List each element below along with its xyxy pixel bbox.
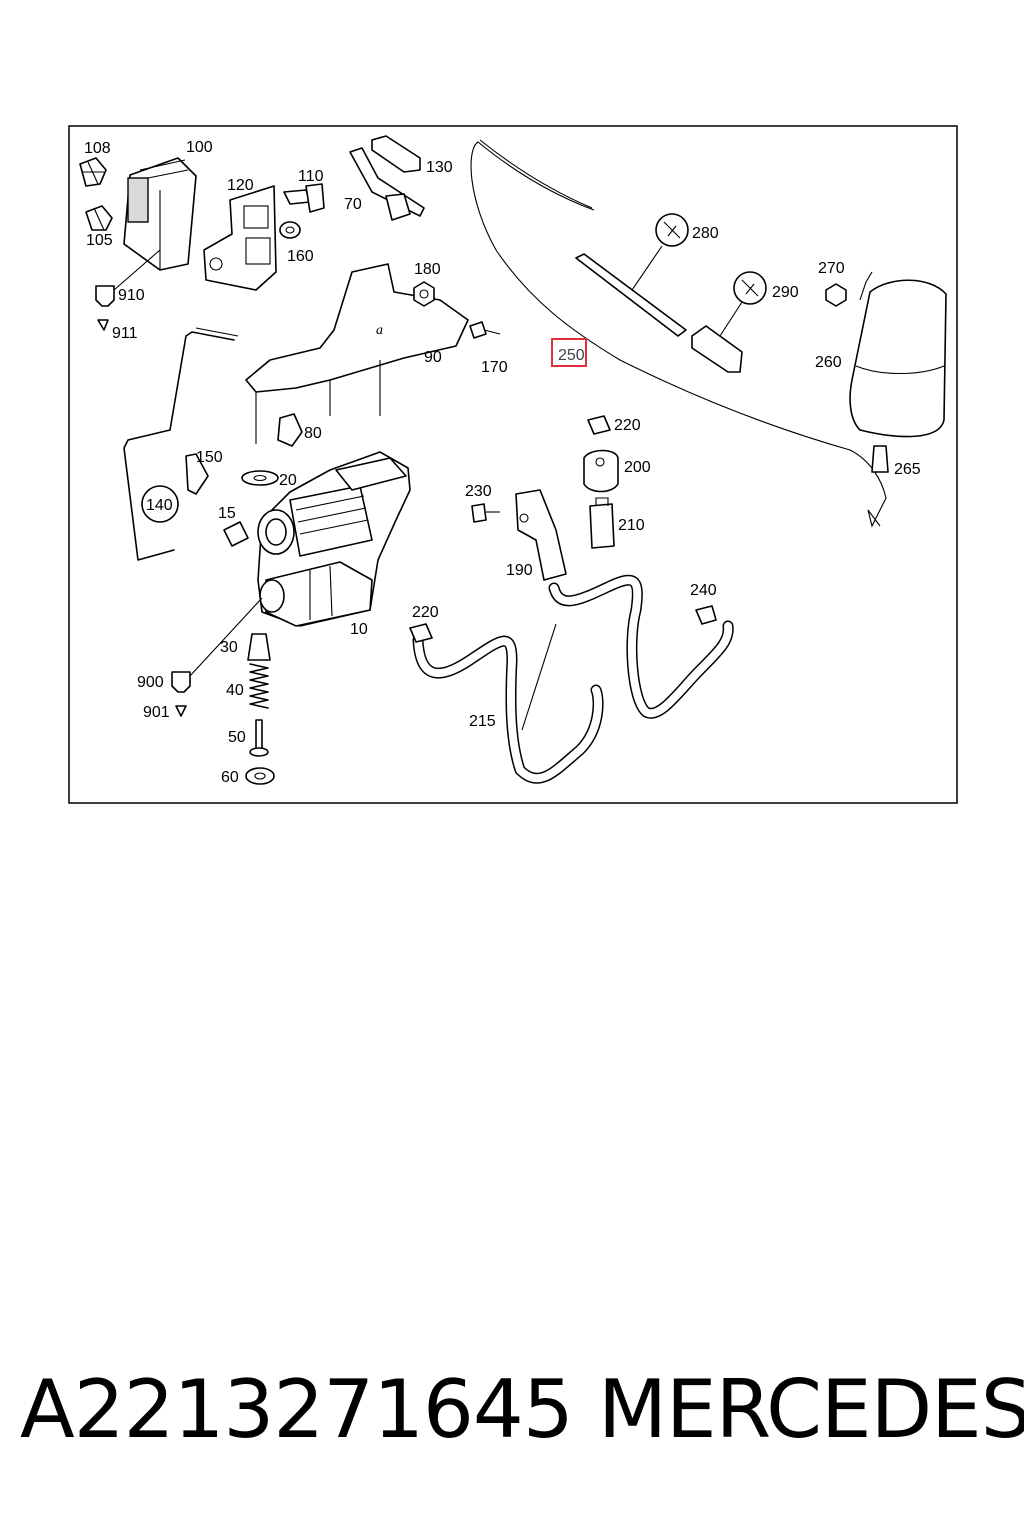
callout-900: 900 xyxy=(137,674,164,691)
callout-140: 140 xyxy=(146,497,173,514)
bolt-170-part xyxy=(469,321,501,339)
callout-108: 108 xyxy=(84,140,111,157)
fitting-15-part xyxy=(223,521,249,547)
nut-180-part xyxy=(413,281,435,307)
bracket-90-part: a xyxy=(245,263,469,444)
highlight-box xyxy=(551,338,587,367)
callout-30: 30 xyxy=(220,639,238,656)
svg-text:a: a xyxy=(376,323,383,338)
valve-265-part xyxy=(871,445,889,473)
callout-105: 105 xyxy=(86,232,113,249)
valve-200-part xyxy=(583,449,619,493)
filter-210-part xyxy=(589,497,615,549)
callout-80: 80 xyxy=(304,425,322,442)
callout-120: 120 xyxy=(227,177,254,194)
callout-901: 901 xyxy=(143,704,170,721)
callout-20: 20 xyxy=(279,472,297,489)
callout-910: 910 xyxy=(118,287,145,304)
callout-911: 911 xyxy=(112,325,138,342)
washer-20-part xyxy=(241,470,279,486)
callout-130: 130 xyxy=(426,159,453,176)
clip-220-bottom-part xyxy=(409,623,433,643)
bracket-150-part xyxy=(185,453,209,495)
callout-290: 290 xyxy=(772,284,799,301)
callout-240: 240 xyxy=(690,582,717,599)
control-unit-part xyxy=(123,157,197,271)
callout-15: 15 xyxy=(218,505,236,522)
callout-215: 215 xyxy=(469,713,496,730)
callout-150: 150 xyxy=(196,449,223,466)
callout-220-top: 220 xyxy=(614,417,641,434)
spring-40-part xyxy=(249,663,269,709)
part-number: A2213271645 xyxy=(20,1363,574,1456)
reservoir-260-part xyxy=(849,271,947,438)
seal-60-part xyxy=(245,767,275,785)
callout-270: 270 xyxy=(818,260,845,277)
callout-10: 10 xyxy=(350,621,368,638)
bolt-230-part xyxy=(471,503,500,523)
fitting-290-part xyxy=(691,271,767,373)
callout-190: 190 xyxy=(506,562,533,579)
connector-910-part xyxy=(95,249,161,331)
pipe-215-part xyxy=(412,574,734,784)
compressor-10-part xyxy=(257,451,411,627)
clip-80-part xyxy=(277,413,303,447)
valve-30-part xyxy=(247,633,271,661)
clip-220-top-part xyxy=(587,415,611,435)
rod-280-part xyxy=(575,213,689,337)
air-line-250-part xyxy=(470,139,887,528)
callout-200: 200 xyxy=(624,459,651,476)
callout-170: 170 xyxy=(481,359,508,376)
bracket-190-part xyxy=(515,489,567,581)
brand-name: MERCEDES xyxy=(598,1363,1024,1456)
bolt-110-part xyxy=(283,183,325,213)
callout-110: 110 xyxy=(298,168,324,185)
callout-160: 160 xyxy=(287,248,314,265)
pipe-140-part xyxy=(123,327,239,561)
callout-265: 265 xyxy=(894,461,921,478)
callout-260: 260 xyxy=(815,354,842,371)
callout-180: 180 xyxy=(414,261,441,278)
callout-220-bottom: 220 xyxy=(412,604,439,621)
callout-280: 280 xyxy=(692,225,719,242)
diagram-frame xyxy=(68,125,958,804)
fitting-105-part xyxy=(85,205,113,231)
sensor-108-part xyxy=(79,157,107,187)
connector-900-part xyxy=(171,597,263,717)
callout-40: 40 xyxy=(226,682,244,699)
clip-130-part xyxy=(371,135,421,173)
gasket-120-part xyxy=(203,185,277,291)
callout-250: 250 xyxy=(558,347,585,364)
clip-240-part xyxy=(695,605,717,625)
callout-210: 210 xyxy=(618,517,645,534)
washer-160-part xyxy=(279,221,301,239)
nut-270-part xyxy=(825,283,847,307)
callout-230: 230 xyxy=(465,483,492,500)
callout-50: 50 xyxy=(228,729,246,746)
callout-90: 90 xyxy=(424,349,442,366)
callout-70: 70 xyxy=(344,196,362,213)
callout-100: 100 xyxy=(186,139,213,156)
piston-50-part xyxy=(249,719,269,757)
bracket-70-part xyxy=(349,147,425,221)
callout-60: 60 xyxy=(221,769,239,786)
